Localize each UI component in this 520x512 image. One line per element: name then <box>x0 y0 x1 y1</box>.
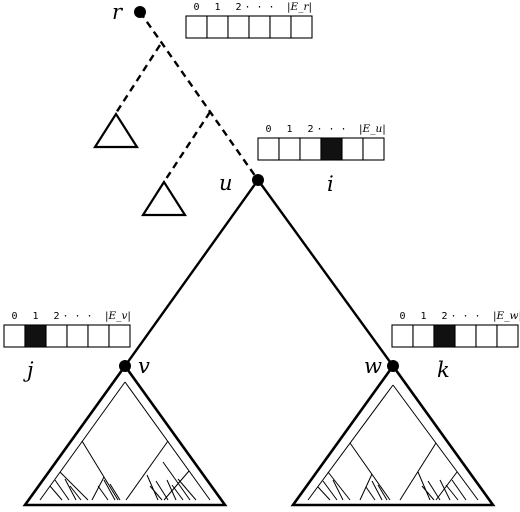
array-r: 0 1 2· · · |E_r| <box>185 1 313 39</box>
array-index-label: 1 <box>32 311 38 322</box>
array-cell <box>45 324 68 348</box>
array-index-label: 0 <box>11 311 17 322</box>
array-index-label: · · · <box>450 311 480 322</box>
subtree-v-branches <box>39 381 211 501</box>
subtree-w-outline <box>290 363 496 507</box>
array-index-label: 2 <box>53 311 59 322</box>
array-index-label: 2 <box>441 311 447 322</box>
array-cell <box>185 15 208 39</box>
array-size-label: |E_v| <box>105 310 131 323</box>
array-w: 0 1 2· · · |E_w| <box>391 310 520 348</box>
array-cell <box>412 324 435 348</box>
dashed-edge-r-u <box>139 11 259 181</box>
array-index-label: 2 <box>235 2 241 13</box>
array-cell <box>87 324 110 348</box>
array-cell <box>362 137 385 161</box>
pointer-label-j: j <box>23 358 34 382</box>
array-u: 0 1 2· · · |E_u| <box>257 123 386 161</box>
solid-edges <box>124 179 394 367</box>
subtree-w <box>290 363 496 507</box>
array-cell <box>269 15 292 39</box>
node-label-v: v <box>138 354 150 378</box>
array-cell <box>66 324 89 348</box>
node-label-u: u <box>219 171 233 195</box>
array-cell <box>257 137 280 161</box>
dashed-path <box>114 11 259 183</box>
array-cell <box>391 324 414 348</box>
array-index-label: · · · <box>244 2 274 13</box>
dashed-edge-to-mid-subtree <box>162 111 212 183</box>
subtree-v <box>22 363 228 507</box>
array-index-label: 0 <box>265 124 271 135</box>
array-cell-filled <box>320 137 343 161</box>
node-w <box>387 360 399 372</box>
array-cell <box>341 137 364 161</box>
array-cell <box>290 15 313 39</box>
array-cell-filled <box>433 324 456 348</box>
collapsed-subtree-left <box>92 111 140 149</box>
array-cell <box>496 324 519 348</box>
array-index-label: 1 <box>286 124 292 135</box>
node-label-w: w <box>364 354 382 378</box>
array-cell <box>108 324 131 348</box>
array-cell <box>206 15 229 39</box>
array-index-label: · · · <box>62 311 92 322</box>
array-cell <box>278 137 301 161</box>
array-index-label: 1 <box>214 2 220 13</box>
array-cell <box>454 324 477 348</box>
pointer-label-i: i <box>327 172 334 196</box>
collapsed-subtree-mid <box>140 179 188 217</box>
array-v: 0 1 2· · · |E_v| <box>3 310 131 348</box>
node-v <box>119 360 131 372</box>
subtree-w-branches <box>307 384 479 501</box>
array-cell <box>299 137 322 161</box>
array-size-label: |E_w| <box>493 310 520 323</box>
dashed-edge-to-left-subtree <box>114 44 162 114</box>
array-index-label: 0 <box>399 311 405 322</box>
edge-u-w <box>257 179 394 367</box>
node-label-r: r <box>112 0 124 24</box>
array-index-label: 0 <box>193 2 199 13</box>
edge-u-v <box>124 179 259 367</box>
node-u <box>252 174 264 186</box>
array-cell <box>248 15 271 39</box>
array-index-label: 1 <box>420 311 426 322</box>
array-cell <box>475 324 498 348</box>
array-index-label: · · · <box>316 124 346 135</box>
node-r <box>134 6 146 18</box>
array-size-label: |E_u| <box>359 123 386 136</box>
pointer-label-k: k <box>437 358 450 382</box>
array-cell-filled <box>24 324 47 348</box>
array-cell <box>3 324 26 348</box>
subtree-v-outline <box>22 363 228 507</box>
array-index-label: 2 <box>307 124 313 135</box>
array-size-label: |E_r| <box>287 1 312 14</box>
array-cell <box>227 15 250 39</box>
